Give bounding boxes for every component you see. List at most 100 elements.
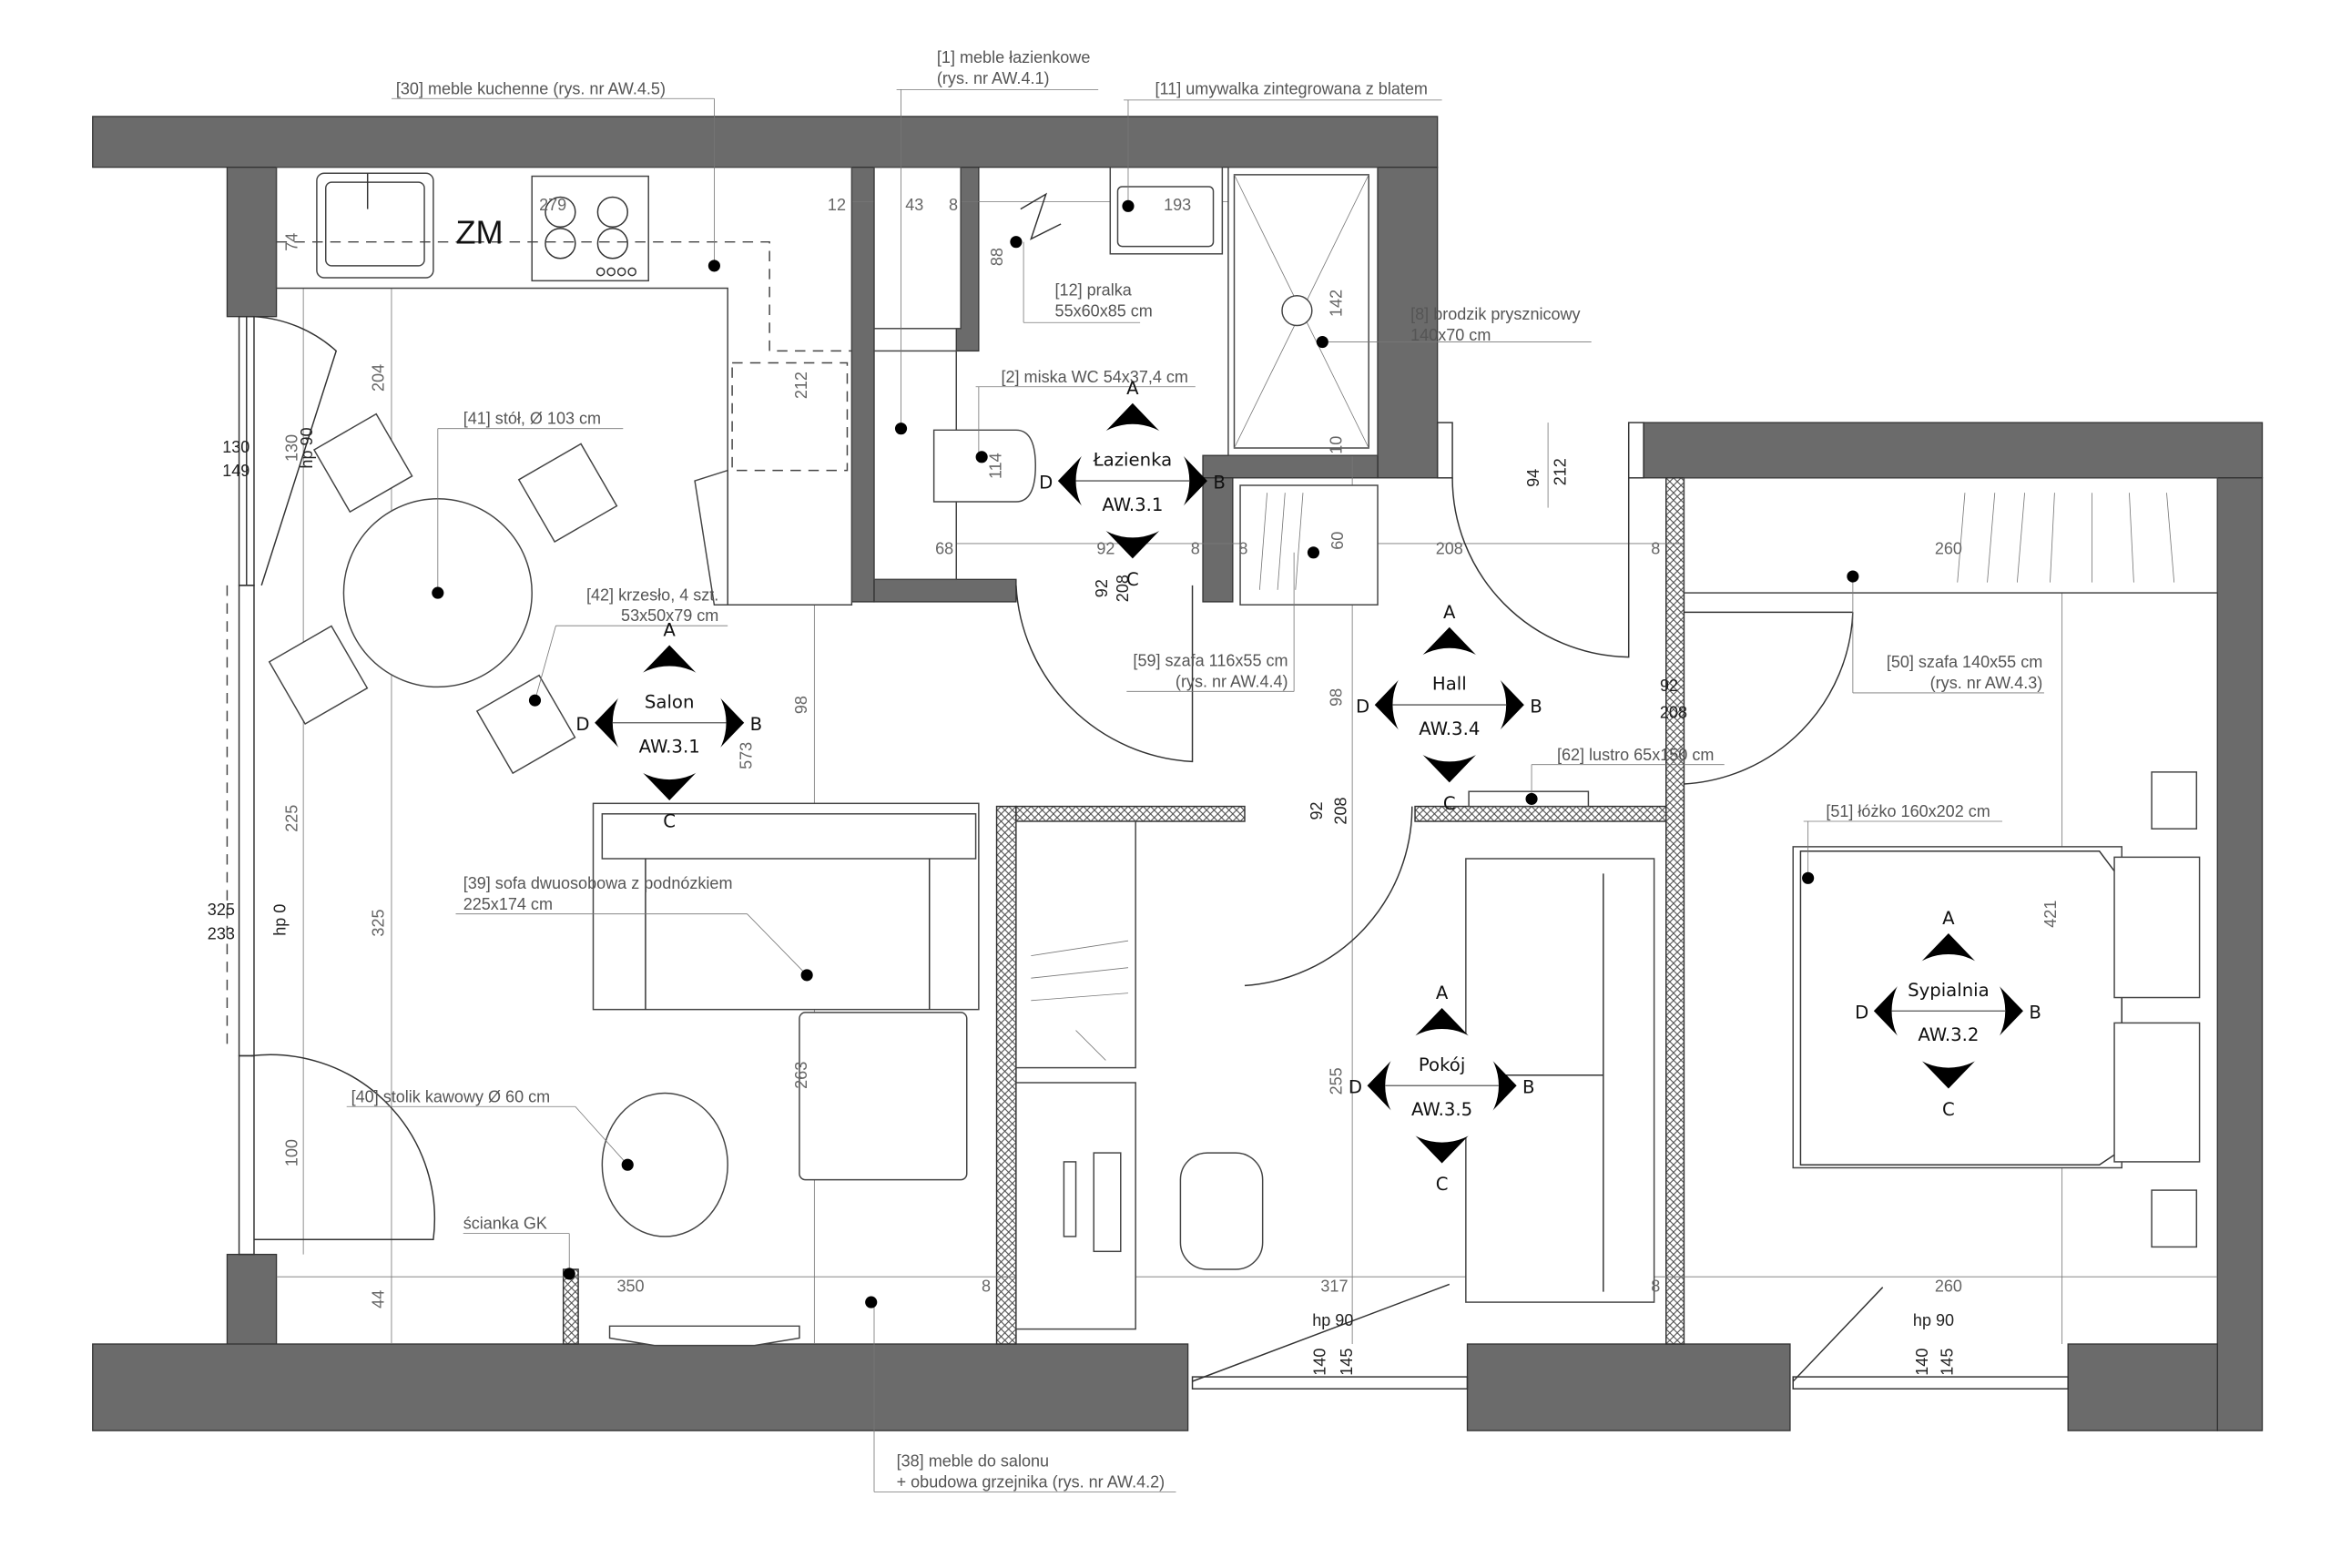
dimension-label: 12: [828, 196, 846, 214]
dimension-label: 208: [1660, 704, 1687, 722]
chair: [475, 674, 576, 775]
leader-dot: [1122, 199, 1135, 212]
annotation-text: [30] meble kuchenne (rys. nr AW.4.5): [396, 79, 666, 97]
dimension-label: 255: [1327, 1067, 1345, 1095]
dimension-label: 8: [1651, 539, 1660, 557]
dimension-label: 10: [1327, 436, 1345, 454]
annotation-39: [39] sofa dwuosobowa z podnózkiem225x174…: [455, 874, 813, 982]
annotation-text: + obudowa grzejnika (rys. nr AW.4.2): [897, 1472, 1166, 1491]
section-mark-c: C: [1942, 1099, 1955, 1120]
section-mark-a: A: [1126, 378, 1139, 399]
room-name: Łazienka: [1093, 450, 1173, 471]
dimension-label: 8: [1238, 539, 1247, 557]
dimension-label: 92: [1660, 677, 1678, 695]
annotation-text: [2] miska WC 54x37,4 cm: [1001, 368, 1187, 386]
dimension-label: 130: [282, 434, 300, 462]
annotation-text: [12] pralka: [1055, 281, 1133, 300]
dimension-label: 212: [1552, 458, 1570, 485]
partition-walls: [562, 477, 1685, 1345]
dimension-label: 317: [1320, 1277, 1348, 1295]
leader-dot: [894, 423, 908, 435]
dimension-label: 260: [1935, 1277, 1962, 1295]
dimension-label: 208: [1331, 797, 1349, 824]
dimension-label: 233: [208, 924, 235, 942]
section-mark-c: C: [1443, 793, 1456, 814]
section-mark-a: A: [1436, 983, 1449, 1003]
leader-dot: [707, 260, 720, 272]
leader-dot: [975, 451, 988, 463]
dimension-label: hp 90: [1913, 1311, 1954, 1329]
dimension-label: 60: [1328, 532, 1347, 550]
kitchen-mark: ZM: [456, 213, 504, 250]
section-mark-b: B: [1213, 472, 1226, 493]
annotation-text: 140x70 cm: [1410, 326, 1491, 344]
section-mark-d: D: [575, 714, 589, 735]
room-tags: ŁazienkaAW.3.1ABCDSalonAW.3.1ABCDHallAW.…: [575, 378, 2041, 1195]
section-mark-d: D: [1039, 472, 1053, 493]
annotation-text: [59] szafa 116x55 cm: [1133, 651, 1288, 669]
windows: [226, 315, 2069, 1390]
room-code: AW.3.1: [1102, 494, 1163, 515]
dimension-label: 421: [2041, 901, 2060, 928]
dimension-label: 130: [222, 438, 249, 456]
annotation-text: [50] szafa 140x55 cm: [1887, 653, 2042, 671]
leader-dot: [1316, 336, 1328, 349]
room-code: AW.3.2: [1918, 1024, 1979, 1045]
leader-dot: [800, 969, 813, 982]
dimension-label: 100: [282, 1139, 300, 1166]
dimension-label: 94: [1524, 469, 1542, 487]
section-mark-a: A: [1443, 602, 1456, 623]
leader-dot: [1307, 546, 1320, 559]
annotation-11: [11] umywalka zintegrowana z blatem: [1122, 79, 1442, 212]
leader-dot: [528, 694, 542, 707]
chair: [517, 443, 618, 543]
annotation-gk: ścianka GK: [463, 1215, 575, 1280]
section-mark-d: D: [1855, 1002, 1868, 1023]
dimension-label: 279: [539, 196, 566, 214]
annotation-text: [42] krzesło, 4 szt.: [586, 585, 718, 604]
annotation-42: [42] krzesło, 4 szt. 53x50x79 cm: [528, 585, 728, 707]
leader-dot: [1847, 570, 1859, 583]
dimension-label: 43: [905, 196, 923, 214]
annotation-text: (rys. nr AW.4.4): [1176, 672, 1288, 690]
leader-dot: [1525, 792, 1538, 805]
section-mark-b: B: [1522, 1076, 1535, 1097]
annotation-41: [41] stół, Ø 103 cm: [432, 410, 624, 599]
dimension-label: 149: [222, 462, 249, 480]
dimension-label: 325: [208, 901, 235, 919]
dimension-label: 208: [1114, 575, 1132, 602]
annotations: [30] meble kuchenne (rys. nr AW.4.5)[1] …: [346, 48, 2044, 1492]
dimension-label: 8: [1651, 1277, 1660, 1295]
leader-dot: [1010, 236, 1023, 249]
dimension-label: hp 90: [298, 427, 316, 468]
dimension-label: 8: [1191, 539, 1200, 557]
dimension-label: 92: [1096, 539, 1115, 557]
dimension-label: 350: [616, 1277, 644, 1295]
leader-dot: [563, 1268, 575, 1280]
leader-line: [747, 913, 808, 976]
dimension-label: 193: [1164, 196, 1191, 214]
dimension-label: 44: [370, 1290, 388, 1308]
bathroom-fixtures: [873, 166, 1379, 581]
annotation-text: [39] sofa dwuosobowa z podnózkiem: [463, 874, 733, 892]
dimension-label: 114: [986, 453, 1004, 479]
annotation-62: [62] lustro 65x150 cm: [1525, 746, 1725, 805]
dimension-label: 208: [1436, 539, 1463, 557]
annotation-text: 53x50x79 cm: [621, 606, 718, 625]
bedroom-furniture: [1683, 477, 2219, 1248]
annotation-59: [59] szafa 116x55 cm (rys. nr AW.4.4): [1126, 546, 1320, 692]
leader-dot: [621, 1158, 634, 1171]
section-mark-c: C: [1126, 569, 1139, 590]
kitchen-furniture: ZM: [275, 166, 853, 606]
dimension-label: 142: [1327, 290, 1345, 317]
annotation-text: [8] brodzik prysznicowy: [1410, 305, 1580, 323]
room-name: Sypialnia: [1908, 980, 1990, 1001]
section-mark-b: B: [750, 714, 763, 735]
